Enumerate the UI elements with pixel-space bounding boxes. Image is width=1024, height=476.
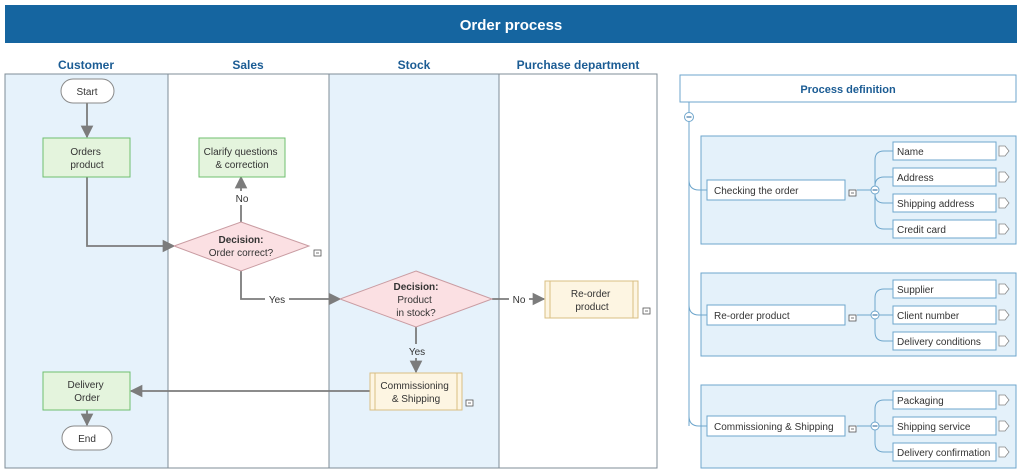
label-yes-order: Yes (269, 295, 285, 306)
group-node-commissioning[interactable] (706, 415, 846, 437)
definition-item-delivery-conditions[interactable] (892, 331, 997, 351)
group-label-commissioning: Commissioning & Shipping (714, 422, 834, 433)
definition-item-address[interactable] (892, 167, 997, 187)
definition-item-label: Client number (897, 311, 960, 322)
svg-text:Re-order product: Re-order product (571, 289, 613, 313)
collapse-icon[interactable] (870, 310, 880, 320)
reorder-line2: product (575, 302, 609, 313)
note-icon[interactable] (848, 189, 857, 197)
definition-item-label: Address (897, 173, 934, 184)
connector-orders-decision (86, 177, 176, 253)
lane-title-stock: Stock (398, 58, 431, 72)
definition-item-name[interactable] (892, 141, 997, 161)
tag-icon[interactable] (998, 394, 1010, 406)
decision-stock-line1: Product (397, 295, 432, 306)
definition-item-shipping-service[interactable] (892, 416, 997, 436)
delivery-line2: Order (74, 393, 100, 404)
definition-item-label: Name (897, 147, 924, 158)
definition-item-label: Shipping service (897, 422, 971, 433)
tag-icon[interactable] (998, 335, 1010, 347)
tag-icon[interactable] (998, 171, 1010, 183)
commissioning-line2: & Shipping (392, 394, 440, 405)
commissioning-subprocess[interactable] (369, 372, 463, 411)
orders-product-box[interactable] (42, 137, 131, 178)
definition-item-label: Credit card (897, 225, 946, 236)
definition-item-label: Delivery conditions (897, 337, 981, 348)
clarify-box[interactable] (198, 137, 286, 178)
end-terminator[interactable] (61, 425, 113, 451)
svg-text:Orders product: Orders product (70, 147, 104, 171)
note-icon[interactable] (848, 425, 857, 433)
delivery-order-box[interactable] (42, 371, 131, 411)
definition-item-label: Supplier (897, 285, 934, 296)
end-label: End (78, 434, 96, 445)
lane-title-purchase: Purchase department (517, 58, 640, 72)
group-label-checking-order: Checking the order (714, 186, 799, 197)
svg-text:Clarify questions & correc: Clarify questions & correction (204, 147, 281, 171)
reorder-subprocess[interactable] (544, 280, 639, 319)
label-yes-stock: Yes (409, 347, 425, 358)
delivery-line1: Delivery (68, 380, 104, 391)
definition-item-delivery-confirmation[interactable] (892, 442, 997, 462)
collapse-icon[interactable] (684, 112, 694, 122)
group-label-reorder-product: Re-order product (714, 311, 790, 322)
definition-item-credit-card[interactable] (892, 219, 997, 239)
process-definition-title-box[interactable] (679, 74, 1017, 103)
start-terminator[interactable] (60, 78, 115, 104)
tag-icon[interactable] (998, 145, 1010, 157)
definition-item-packaging[interactable] (892, 390, 997, 410)
group-node-reorder-product[interactable] (706, 304, 846, 326)
lane-title-sales: Sales (232, 58, 264, 72)
definition-item-label: Shipping address (897, 199, 974, 210)
definition-item-label: Packaging (897, 396, 944, 407)
note-icon[interactable] (848, 314, 857, 322)
decision-product-in-stock[interactable] (338, 270, 494, 328)
svg-text:Commissioning & Shipping: Commissioning & Shipping (380, 381, 451, 405)
commissioning-line1: Commissioning (380, 381, 448, 392)
label-no-order: No (236, 194, 249, 205)
lane-sales (167, 73, 330, 469)
decision-order-title: Decision: (218, 235, 263, 246)
lane-title-customer: Customer (58, 58, 114, 72)
tag-icon[interactable] (998, 197, 1010, 209)
clarify-line1: Clarify questions (204, 147, 278, 158)
decision-stock-title: Decision: (393, 282, 438, 293)
start-label: Start (76, 87, 97, 98)
svg-text:Delivery Order: Delivery Order (68, 380, 107, 404)
note-icon[interactable] (465, 399, 474, 407)
note-icon[interactable] (313, 249, 322, 257)
definition-item-label: Delivery confirmation (897, 448, 990, 459)
header-bar (5, 5, 1017, 43)
group-node-checking-order[interactable] (706, 179, 846, 201)
process-definition-title: Process definition (800, 84, 896, 96)
tag-icon[interactable] (998, 420, 1010, 432)
tag-icon[interactable] (998, 446, 1010, 458)
label-no-stock: No (513, 295, 526, 306)
collapse-icon[interactable] (870, 185, 880, 195)
svg-text:Product in stock?: Product in stock? (396, 295, 436, 319)
definition-item-supplier[interactable] (892, 279, 997, 299)
reorder-line1: Re-order (571, 289, 611, 300)
collapse-icon[interactable] (870, 421, 880, 431)
page-title: Order process (460, 17, 563, 34)
tag-icon[interactable] (998, 309, 1010, 321)
tag-icon[interactable] (998, 223, 1010, 235)
note-icon[interactable] (642, 307, 651, 315)
definition-item-shipping-address[interactable] (892, 193, 997, 213)
connector-decision-stock (240, 271, 342, 306)
decision-order-correct[interactable] (172, 221, 311, 272)
definition-item-client-number[interactable] (892, 305, 997, 325)
orders-product-line2: product (70, 160, 104, 171)
orders-product-line1: Orders (70, 147, 101, 158)
tag-icon[interactable] (998, 283, 1010, 295)
decision-stock-line2: in stock? (396, 308, 436, 319)
clarify-line2: & correction (215, 160, 268, 171)
decision-order-text: Order correct? (209, 248, 274, 259)
lane-purchase (498, 73, 658, 469)
